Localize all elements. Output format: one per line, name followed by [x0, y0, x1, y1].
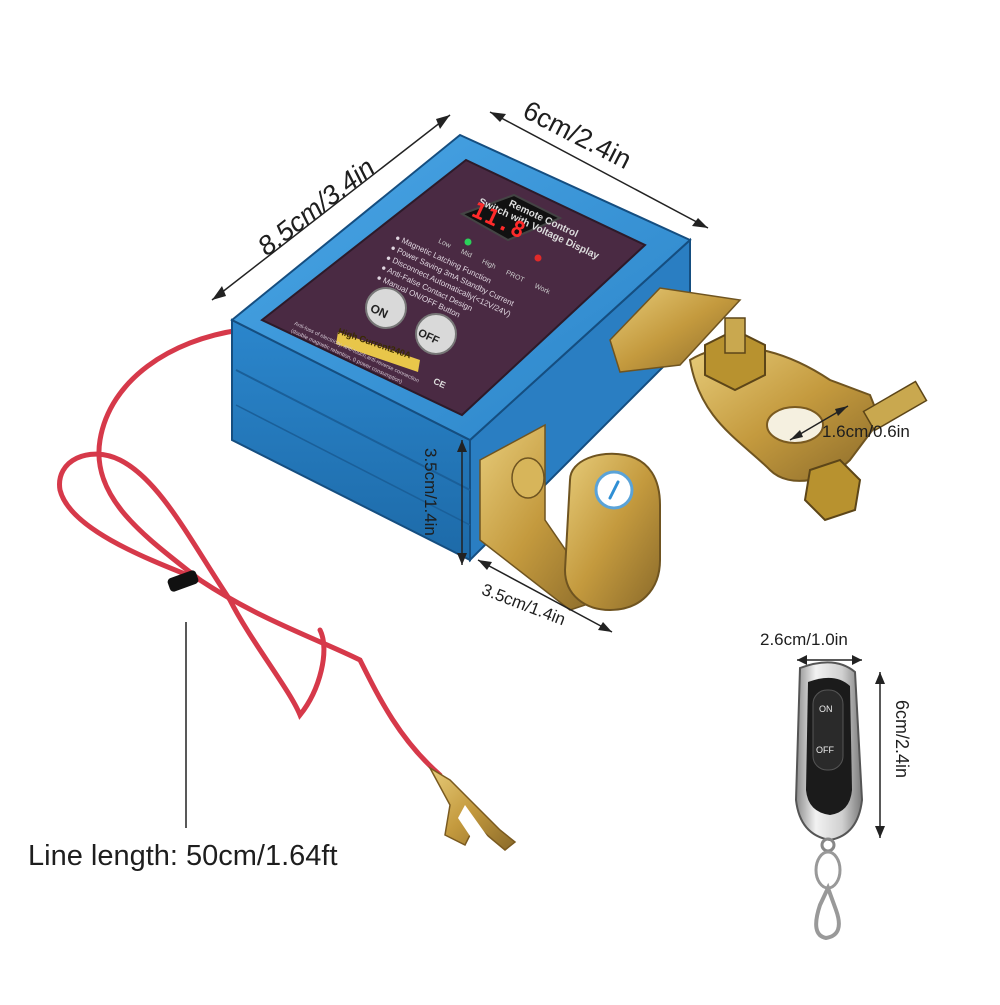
voltage-display — [459, 193, 563, 242]
device-height-label: 3.5cm/1.4in — [421, 448, 440, 536]
on-button[interactable] — [365, 287, 407, 329]
remote-on-label[interactable]: ON — [819, 704, 833, 714]
output-terminal — [479, 423, 661, 612]
zip-tie — [167, 570, 199, 592]
battery-clamp — [609, 287, 928, 522]
indicator-leds — [464, 238, 542, 262]
fork-terminal — [428, 765, 517, 851]
remote-width-label: 2.6cm/1.0in — [760, 630, 848, 649]
remote-key-fob — [794, 661, 864, 941]
current-badge-bg — [336, 332, 420, 372]
remote-height-label: 6cm/2.4in — [892, 700, 912, 779]
remote-off-label[interactable]: OFF — [816, 745, 834, 755]
dimension-lines — [185, 111, 885, 838]
clamp-opening-label: 1.6cm/0.6in — [822, 422, 910, 441]
line-length-label: Line length: 50cm/1.64ft — [28, 840, 338, 872]
off-button[interactable] — [415, 313, 457, 355]
